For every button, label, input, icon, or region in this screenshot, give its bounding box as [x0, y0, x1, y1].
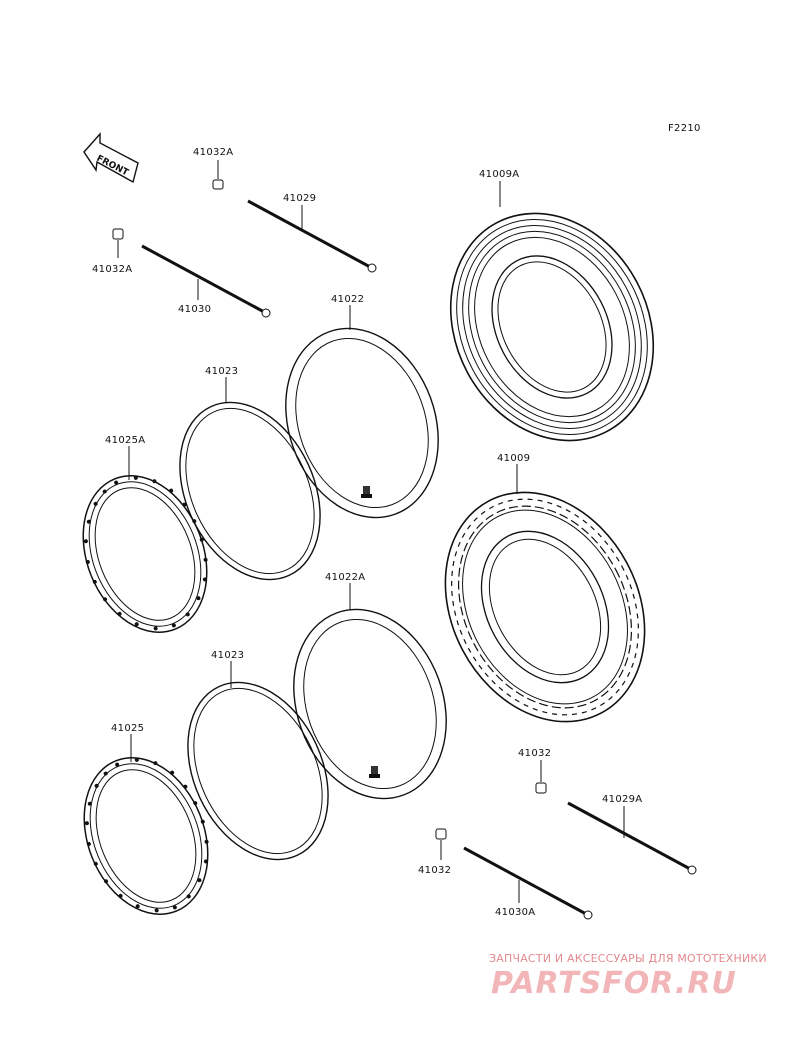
watermark-tagline: ЗАПЧАСТИ И АКСЕССУАРЫ ДЛЯ МОТОТЕХНИКИ	[489, 952, 767, 965]
nipple-41032-lower[interactable]: 41032	[418, 828, 451, 876]
label-41025A: 41025A	[105, 435, 145, 446]
tube-41022[interactable]	[260, 307, 464, 539]
label-41032A-top: 41032A	[193, 147, 233, 158]
spoke-41030A[interactable]: 41030A	[463, 846, 593, 920]
nipple-41032A-top[interactable]: 41032A	[193, 147, 233, 190]
label-41025: 41025	[111, 723, 144, 734]
valve-icon	[369, 766, 380, 778]
tire-41009A[interactable]	[412, 178, 692, 477]
figure-code: F2210	[668, 123, 701, 134]
label-41022: 41022	[331, 294, 364, 305]
label-41032A-left: 41032A	[92, 264, 132, 275]
rim-41025A[interactable]	[60, 456, 231, 651]
rim-band-41023-upper[interactable]	[153, 380, 348, 603]
front-arrow-icon: FRONT	[83, 132, 139, 184]
label-41022A: 41022A	[325, 572, 365, 583]
valve-icon	[361, 486, 372, 498]
label-41032-right: 41032	[518, 748, 551, 759]
label-41032-lower: 41032	[418, 865, 451, 876]
tube-41022A[interactable]	[268, 588, 472, 820]
front-label: FRONT	[95, 154, 131, 179]
label-41023-upper: 41023	[205, 366, 238, 377]
spoke-41029[interactable]: 41029	[247, 193, 377, 273]
label-41009: 41009	[497, 453, 530, 464]
label-41009A: 41009A	[479, 169, 519, 180]
watermark-logo: PARTSFOR.RU	[491, 966, 737, 1001]
nipple-41032-right[interactable]: 41032	[518, 748, 551, 794]
rim-band-41023-lower[interactable]	[161, 660, 356, 883]
nipple-41032A-left[interactable]: 41032A	[92, 228, 132, 275]
label-41029A: 41029A	[602, 794, 642, 805]
spoke-41029A[interactable]: 41029A	[567, 794, 697, 875]
label-41030A: 41030A	[495, 907, 535, 918]
spoke-41030[interactable]: 41030	[141, 244, 271, 318]
label-41029: 41029	[283, 193, 316, 204]
rim-41025[interactable]	[61, 738, 232, 933]
tire-41009[interactable]	[407, 457, 684, 756]
label-41030: 41030	[178, 304, 211, 315]
label-41023-lower: 41023	[211, 650, 244, 661]
